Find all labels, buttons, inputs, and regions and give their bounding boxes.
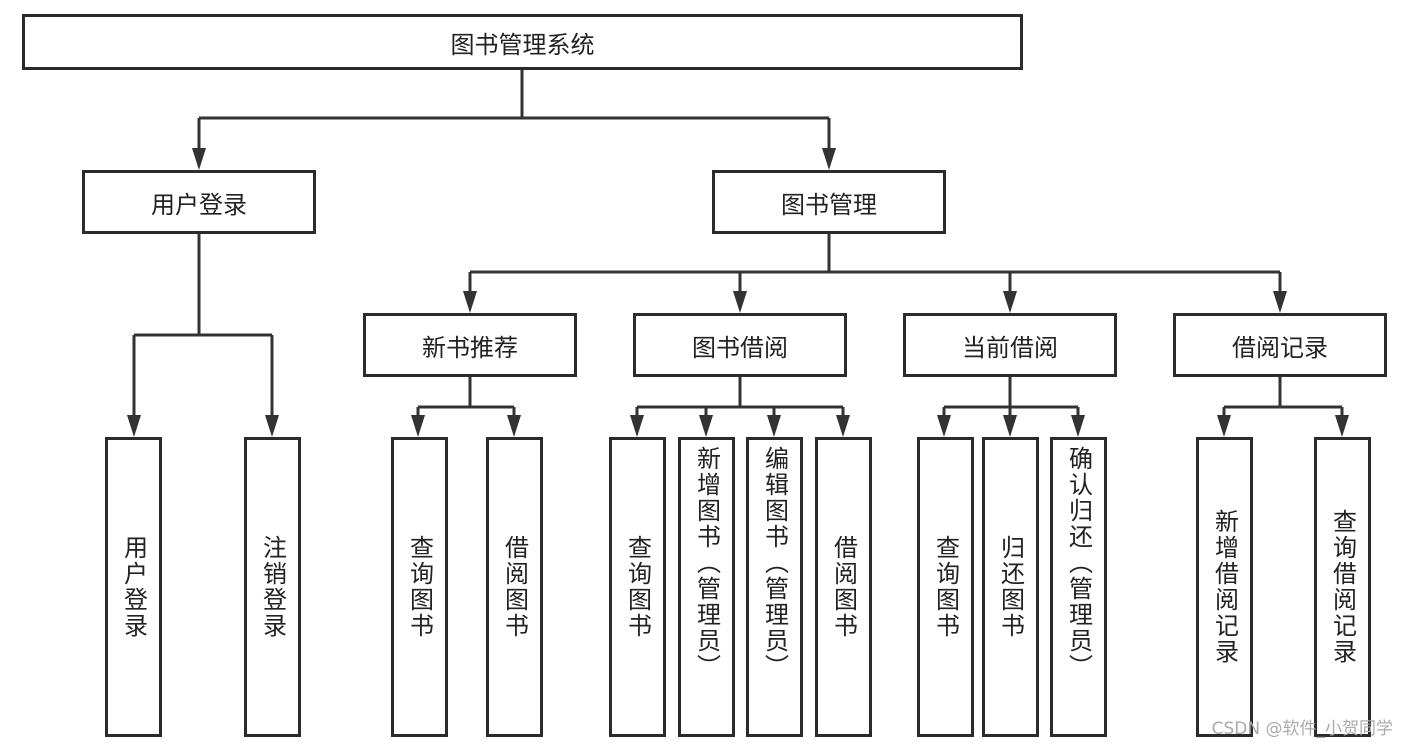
arrowhead-icon <box>1217 415 1231 437</box>
leaf-add-book-admin: 新增图书（管理员） <box>678 437 735 737</box>
arrowhead-icon <box>836 415 850 437</box>
leaf-user-login: 用户登录 <box>105 437 162 737</box>
root-node: 图书管理系统 <box>22 14 1023 70</box>
arrowhead-icon <box>1335 415 1349 437</box>
leaf-label: 归还图书 <box>996 535 1025 639</box>
root-label: 图书管理系统 <box>450 30 595 59</box>
arrowhead-icon <box>1003 291 1017 313</box>
arrowhead-icon <box>265 415 279 437</box>
arrowhead-icon <box>463 291 477 313</box>
node-label: 图书管理 <box>781 190 877 219</box>
node-new-book-recommend: 新书推荐 <box>363 313 577 377</box>
arrowhead-icon <box>937 415 951 437</box>
leaf-label: 借阅图书 <box>829 535 858 639</box>
leaf-label: 编辑图书（管理员） <box>760 446 789 680</box>
leaf-label: 查询借阅记录 <box>1328 509 1357 665</box>
leaf-query-book: 查询图书 <box>391 437 448 737</box>
arrowhead-icon <box>822 148 836 170</box>
leaf-label: 新增图书（管理员） <box>692 446 721 680</box>
node-label: 用户登录 <box>151 190 247 219</box>
leaf-label: 借阅图书 <box>500 535 529 639</box>
leaf-query-book: 查询图书 <box>917 437 974 737</box>
arrowhead-icon <box>127 415 141 437</box>
arrowhead-icon <box>192 148 206 170</box>
leaf-borrow-book: 借阅图书 <box>815 437 872 737</box>
node-book-management: 图书管理 <box>712 170 946 234</box>
leaf-label: 查询图书 <box>623 535 652 639</box>
leaf-edit-book-admin: 编辑图书（管理员） <box>746 437 803 737</box>
arrowhead-icon <box>699 415 713 437</box>
leaf-logout: 注销登录 <box>244 437 301 737</box>
node-current-borrow: 当前借阅 <box>903 313 1117 377</box>
node-label: 借阅记录 <box>1232 333 1328 362</box>
node-borrow-records: 借阅记录 <box>1173 313 1387 377</box>
leaf-label: 用户登录 <box>119 535 148 639</box>
arrowhead-icon <box>507 415 521 437</box>
arrowhead-icon <box>630 415 644 437</box>
watermark: CSDN @软件_小贺同学 <box>1211 719 1393 739</box>
node-label: 新书推荐 <box>422 333 518 362</box>
leaf-label: 确认归还（管理员） <box>1064 446 1093 680</box>
leaf-return-book: 归还图书 <box>982 437 1039 737</box>
arrowhead-icon <box>733 291 747 313</box>
arrowhead-icon <box>1003 415 1017 437</box>
node-user-login: 用户登录 <box>82 170 316 234</box>
leaf-label: 注销登录 <box>258 535 287 639</box>
leaf-confirm-return-admin: 确认归还（管理员） <box>1050 437 1107 737</box>
node-book-borrow: 图书借阅 <box>633 313 847 377</box>
leaf-label: 查询图书 <box>931 535 960 639</box>
leaf-borrow-book: 借阅图书 <box>486 437 543 737</box>
node-label: 当前借阅 <box>962 333 1058 362</box>
leaf-query-book: 查询图书 <box>609 437 666 737</box>
node-label: 图书借阅 <box>692 333 788 362</box>
arrowhead-icon <box>1071 415 1085 437</box>
arrowhead-icon <box>411 415 425 437</box>
arrowhead-icon <box>1273 291 1287 313</box>
arrowhead-icon <box>767 415 781 437</box>
leaf-label: 新增借阅记录 <box>1210 509 1239 665</box>
leaf-label: 查询图书 <box>405 535 434 639</box>
leaf-query-borrow-record: 查询借阅记录 <box>1314 437 1371 737</box>
leaf-add-borrow-record: 新增借阅记录 <box>1196 437 1253 737</box>
